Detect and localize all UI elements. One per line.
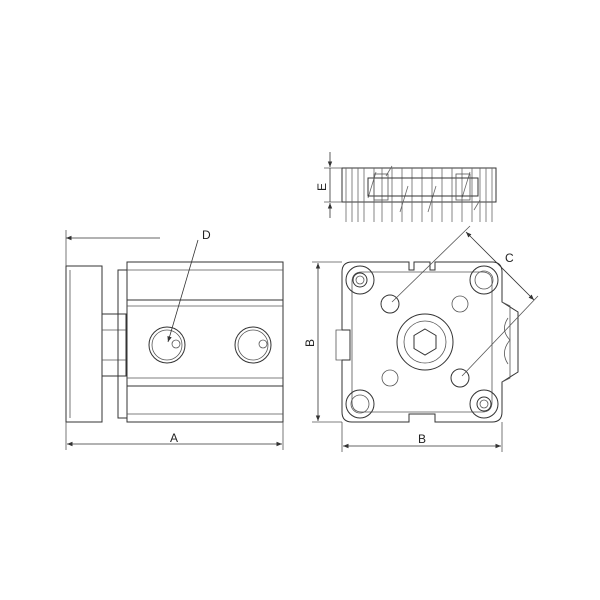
center-boss (396, 313, 454, 371)
label-b-horizontal: B (418, 432, 426, 446)
mount-hole-tr (451, 295, 469, 313)
side-port-right (234, 326, 272, 364)
mount-hole-tl (380, 294, 400, 314)
label-c: C (505, 251, 514, 265)
dimension-c (465, 231, 535, 301)
front-view: C B B (303, 225, 539, 452)
label-a: A (170, 431, 178, 445)
label-b-vertical: B (303, 339, 317, 347)
mount-hole-bl (381, 369, 399, 387)
leader-d (167, 239, 199, 343)
label-d: D (202, 228, 211, 242)
corner-boss-top-left (345, 265, 375, 295)
corner-boss-bottom-left (345, 389, 375, 419)
side-end-flange (65, 265, 103, 423)
mount-hole-br (450, 368, 470, 388)
section-hatch (345, 165, 493, 222)
corner-boss-bottom-right (469, 389, 499, 419)
front-inner-contour (351, 271, 493, 413)
side-neck (101, 313, 127, 377)
side-port-left (148, 326, 186, 364)
side-body (126, 261, 284, 423)
hex-socket (413, 328, 437, 356)
side-view: D A (65, 228, 284, 450)
label-e: E (315, 183, 329, 191)
corner-boss-top-right (469, 265, 499, 295)
section-outline (341, 167, 497, 203)
section-view: E (315, 152, 497, 222)
